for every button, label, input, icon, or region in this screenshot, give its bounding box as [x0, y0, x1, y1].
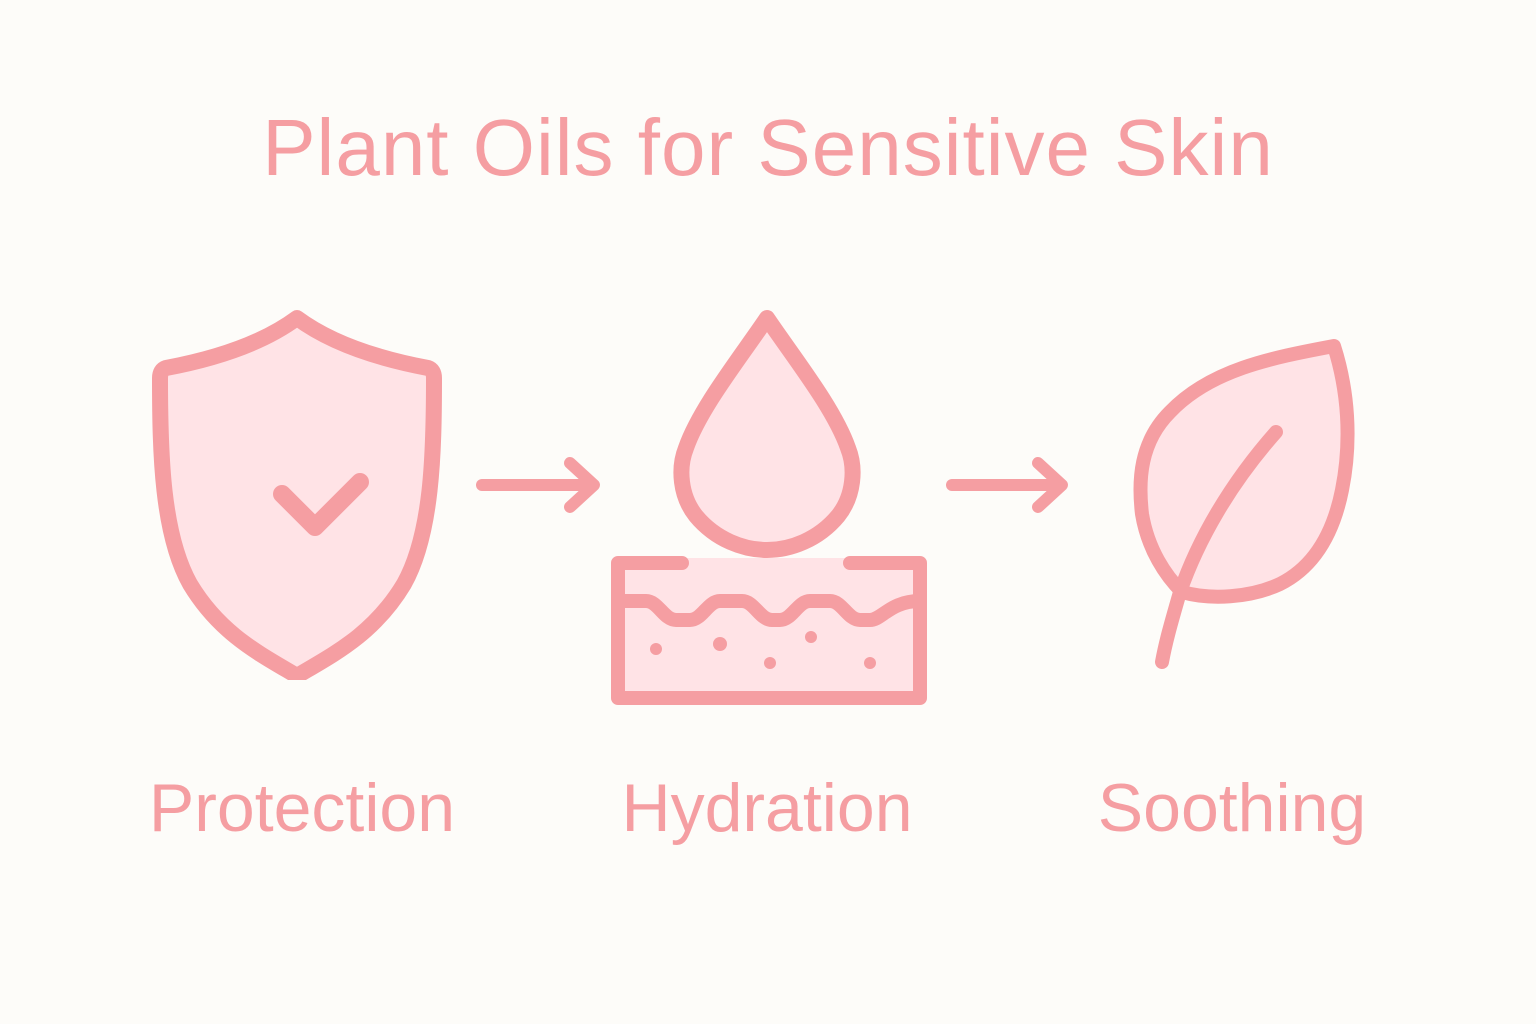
step-label-hydration: Hydration [621, 770, 913, 846]
step-label-soothing: Soothing [1097, 770, 1367, 846]
page-title: Plant Oils for Sensitive Skin [262, 103, 1274, 192]
leaf-icon [1133, 339, 1355, 669]
droplet-skin-icon [611, 310, 927, 705]
arrow-right-icon [946, 457, 1068, 513]
arrow-right-icon [476, 457, 600, 513]
step-label-protection: Protection [148, 770, 456, 846]
shield-check-icon [152, 310, 442, 680]
